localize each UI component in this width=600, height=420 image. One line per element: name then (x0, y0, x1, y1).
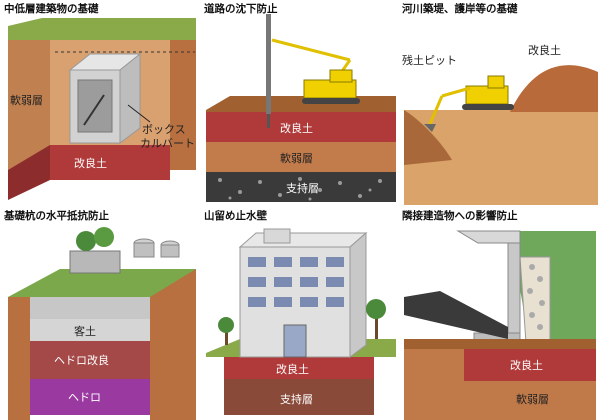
ground-surface (404, 339, 596, 349)
drill-rod (267, 114, 270, 128)
label-sludge-improved: ヘドロ改良 (54, 353, 109, 367)
tree-right-trunk (375, 317, 378, 339)
excavator-bucket (424, 124, 436, 132)
label-improved-soil: 改良土 (528, 43, 561, 57)
panel-title: 基礎杭の水平抵抗防止 (3, 209, 109, 222)
support-layer (224, 379, 374, 415)
tank-2-body (160, 244, 180, 258)
label-weak-layer: 軟弱層 (10, 93, 43, 107)
support-layer (206, 172, 396, 202)
culvert-leader-line (127, 104, 151, 123)
culvert-inner-line (83, 94, 105, 126)
label-box: ボックス (142, 123, 186, 136)
panel-3-illustration: 河川築堤、護岸等の基礎 残土ピット 改良土 (402, 2, 598, 205)
label-weak-layer: 軟弱層 (516, 392, 549, 406)
road-surface (404, 291, 508, 339)
retaining-wall-stem (507, 242, 521, 344)
culvert-opening (77, 79, 113, 133)
panel-2-illustration: 道路の沈下防止 改良土 (204, 2, 396, 202)
panel-5-illustration: 山留め止水壁 改良土 支持層 (204, 209, 396, 415)
left-bank (8, 297, 30, 420)
excavator-cab (487, 75, 505, 89)
tree-1 (76, 231, 96, 251)
excavator-arm (441, 86, 471, 98)
label-improved-soil: 改良土 (276, 362, 309, 376)
label-weak-layer: 軟弱層 (280, 151, 313, 165)
building-side (349, 231, 367, 358)
improved-soil-layer (464, 349, 596, 381)
panel-title: 山留め止水壁 (204, 209, 267, 222)
grass-surface (8, 269, 196, 297)
label-fill-soil: 客土 (74, 324, 96, 338)
panel-road-settlement: 道路の沈下防止 改良土 (200, 0, 398, 205)
gravel-dots (218, 177, 382, 201)
weak-layer-left (404, 349, 464, 381)
sludge-layer (30, 379, 150, 415)
panel-low-rise-foundation: 中低層建築物の基礎 ボックス カルバート 軟弱層 改良土 (0, 0, 198, 205)
building-windows (248, 257, 344, 307)
ground-surface-top (8, 18, 196, 40)
weak-layer (404, 381, 596, 420)
excavator-crawler (462, 104, 514, 110)
rig-boom (271, 38, 351, 62)
label-support-layer: 支持層 (280, 392, 313, 406)
retaining-wall-top (456, 230, 521, 244)
label-culvert: カルバート (140, 137, 195, 150)
label-support-layer: 支持層 (286, 181, 319, 195)
excavator-arm-lower (428, 95, 444, 125)
gravel-retaining-wall (519, 256, 551, 344)
panel-pile-lateral-resistance: 基礎杭の水平抵抗防止 客土 ヘドロ改良 ヘドロ (0, 207, 198, 420)
planter-box (69, 250, 121, 274)
rooftop-structure (263, 228, 291, 244)
drill-mast (266, 14, 271, 114)
right-bank (150, 269, 196, 420)
rig-body (303, 79, 357, 99)
panel-1-illustration: 中低層建築物の基礎 ボックス カルバート 軟弱層 改良土 (4, 2, 196, 200)
panel-6-illustration: 隣接建造物への影響防止 改良土 軟弱層 (402, 209, 596, 420)
culvert-side (119, 52, 141, 144)
improved-soil-layer (206, 112, 396, 142)
panel-retaining-cutoff-wall: 山留め止水壁 改良土 支持層 (200, 207, 398, 420)
fill-soil-layer (30, 319, 150, 341)
tree-left-trunk (225, 331, 228, 345)
improved-soil-layer (50, 145, 170, 180)
gravel-stones (527, 264, 545, 330)
soil-pit (404, 110, 452, 165)
improved-soil-layer (224, 357, 374, 379)
ground-surface (206, 96, 396, 112)
soil-mound (510, 65, 598, 112)
panel-title: 隣接建造物への影響防止 (402, 209, 518, 222)
rig-cab (329, 69, 353, 83)
sludge-improved-layer (30, 341, 150, 379)
label-improved-soil: 改良土 (280, 121, 313, 135)
improved-soil-side (8, 145, 50, 200)
building-entrance (283, 324, 307, 358)
panel-title: 道路の沈下防止 (204, 2, 278, 15)
panel-river-embankment: 河川築堤、護岸等の基礎 残土ピット 改良土 (400, 0, 600, 205)
weak-layer-left (8, 40, 50, 170)
panel-4-illustration: 基礎杭の水平抵抗防止 客土 ヘドロ改良 ヘドロ (3, 209, 196, 420)
tank-1-body (133, 242, 155, 258)
label-improved-soil: 改良土 (510, 358, 543, 372)
label-sludge: ヘドロ (68, 391, 101, 404)
label-improved-soil: 改良土 (74, 156, 107, 170)
rig-crawler (302, 98, 360, 104)
panel-adjacent-structure-protection: 隣接建造物への影響防止 改良土 軟弱層 (400, 207, 600, 420)
tree-left (218, 317, 234, 333)
panel-title: 中低層建築物の基礎 (4, 2, 99, 15)
trench-top (30, 297, 150, 319)
building-roof (238, 232, 368, 248)
tree-2 (94, 227, 114, 247)
weak-layer (206, 142, 396, 172)
label-soil-pit: 残土ピット (402, 53, 457, 67)
excavator-body (465, 85, 509, 105)
weak-layer-right (170, 40, 196, 170)
panel-title: 河川築堤、護岸等の基礎 (402, 2, 518, 15)
tree-right (366, 299, 386, 319)
